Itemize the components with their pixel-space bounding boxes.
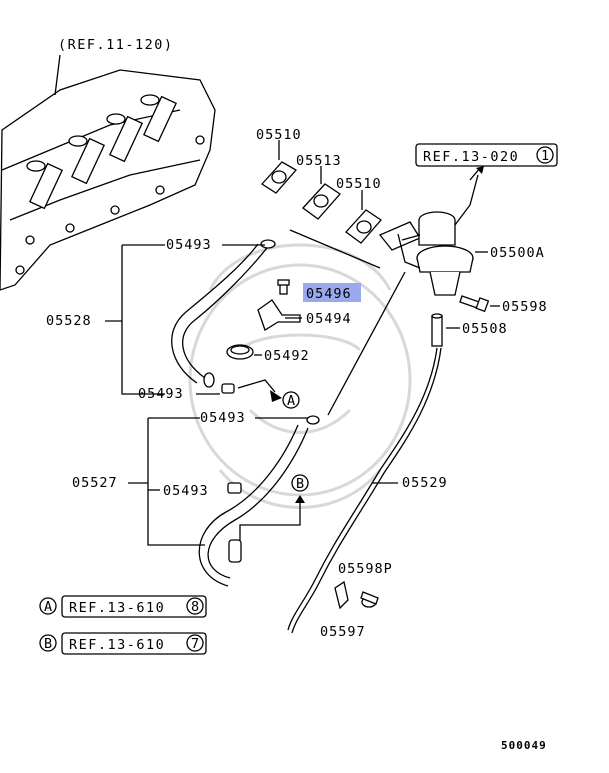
bolt-05598P-drawing [360, 591, 379, 608]
bracket-05527 [147, 418, 205, 546]
hose-05528-drawing [171, 239, 276, 388]
clip-05597-drawing [334, 580, 349, 610]
marker-b-circle [291, 474, 309, 492]
label-05493-top: 05493 [166, 237, 212, 253]
marker-a: A [287, 393, 296, 409]
legend-b-marker: B [44, 636, 53, 652]
label-05492[interactable]: 05492 [264, 348, 310, 364]
marker-b: B [296, 476, 305, 492]
pipe-05508-drawing [431, 313, 443, 347]
legend-b-ref: REF.13-610 [69, 637, 165, 653]
bolt-05496-drawing [277, 279, 290, 295]
label-05597[interactable]: 05597 [320, 624, 366, 640]
cylinder-head-drawing [0, 54, 216, 291]
legend-b-num: 7 [191, 636, 200, 652]
legend-a-ref: REF.13-610 [69, 600, 165, 616]
gasket-05510-a-drawing [261, 140, 298, 194]
ref-13-020-arrowhead [476, 166, 484, 174]
label-05493-low[interactable]: 05493 [200, 410, 246, 426]
label-05508[interactable]: 05508 [462, 321, 508, 337]
label-05529[interactable]: 05529 [402, 475, 448, 491]
ref-13-020-box [415, 143, 558, 167]
hose-05527-drawing [198, 415, 320, 587]
label-05510-a: 05510 [256, 127, 302, 143]
fuel-pump-drawing [378, 174, 479, 296]
label-05496[interactable]: 05496 [306, 286, 352, 302]
bracket-05494-drawing [257, 299, 301, 331]
ref-13-020-circle [536, 146, 554, 164]
gasket-05510-b-drawing [345, 190, 382, 244]
legend-a-num: 8 [191, 599, 200, 615]
bolt-05598-top-drawing [459, 295, 490, 313]
clamp-05492-drawing [226, 344, 254, 360]
marker-a-circle [282, 391, 300, 409]
label-05598P[interactable]: 05598P [338, 561, 393, 577]
ref-13-020-label: REF.13-020 [423, 149, 519, 165]
legend-a-marker: A [44, 599, 53, 615]
connector-05493-mid-drawing [221, 383, 235, 394]
label-05527[interactable]: 05527 [72, 475, 118, 491]
ref-13-020-num: 1 [541, 148, 550, 164]
connector-05493-bot-drawing [227, 482, 242, 494]
label-05528: 05528 [46, 313, 92, 329]
bracket-05528 [121, 245, 132, 395]
watermark-logo [188, 243, 412, 509]
ref-11-120-label: (REF.11-120) [58, 37, 174, 53]
label-05500A: 05500A [490, 245, 545, 261]
legend-b: B REF.13-610 7 [39, 632, 207, 655]
gasket-05513-drawing [302, 166, 341, 220]
label-05513: 05513 [296, 153, 342, 169]
legend-a: A REF.13-610 8 [39, 595, 207, 618]
label-05598-top[interactable]: 05598 [502, 299, 548, 315]
label-05494[interactable]: 05494 [306, 311, 352, 327]
hose-05529-drawing [287, 347, 442, 634]
highlight-05496 [303, 283, 361, 302]
label-05510-b: 05510 [336, 176, 382, 192]
label-05493-bot[interactable]: 05493 [163, 483, 209, 499]
label-05493-mid[interactable]: 05493 [138, 386, 184, 402]
diagram-id: 500049 [501, 739, 547, 752]
